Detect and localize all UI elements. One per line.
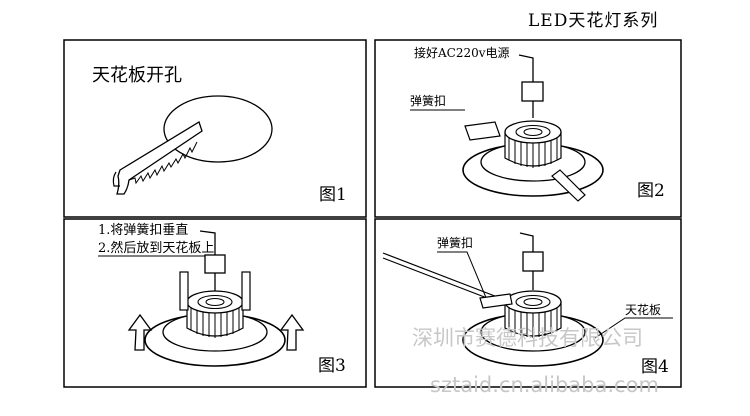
ceiling-label: 天花板 xyxy=(625,302,661,317)
ceiling-label-leader xyxy=(594,317,673,339)
panel-1-frame xyxy=(63,39,367,218)
lamp-fixture-3 xyxy=(144,290,286,367)
ceiling-lines xyxy=(382,252,501,304)
figure-4-label: 图4 xyxy=(641,357,669,377)
figure-1-label: 图1 xyxy=(319,185,347,205)
power-label: 接好AC220v电源 xyxy=(414,45,510,60)
power-wire-3 xyxy=(199,230,226,292)
figure-3-label: 图3 xyxy=(318,356,346,376)
panel-2-frame xyxy=(374,39,682,218)
spring-clip-label-4: 弹簧扣 xyxy=(437,235,473,250)
up-arrow-icon xyxy=(127,313,153,351)
page-title: LED天花灯系列 xyxy=(528,11,659,31)
step-1-label: 1.将弹簧扣垂直 xyxy=(98,222,188,238)
spring-clip-label-2: 弹簧扣 xyxy=(410,93,446,108)
watermark-url: sztaid.cn.alibaba.com xyxy=(430,373,659,397)
watermark-company: 深圳市赛德科技有限公司 xyxy=(412,326,643,350)
panel-1-caption: 天花板开孔 xyxy=(92,65,182,86)
spring-label-leader-4 xyxy=(437,251,488,301)
power-wire-4 xyxy=(519,232,544,290)
power-wire xyxy=(518,54,544,118)
ceiling-hole xyxy=(163,95,273,163)
panel-3-frame xyxy=(63,218,367,388)
saw-icon xyxy=(112,121,203,195)
up-arrow-icon xyxy=(279,313,305,351)
panel-4-frame xyxy=(374,218,682,388)
spring-clip-3 xyxy=(179,271,251,311)
step-2-label: 2.然后放到天花板上 xyxy=(98,240,214,256)
spring-clip-4 xyxy=(479,293,513,309)
figure-2-label: 图2 xyxy=(637,181,665,201)
spring-clip-2 xyxy=(464,121,586,202)
